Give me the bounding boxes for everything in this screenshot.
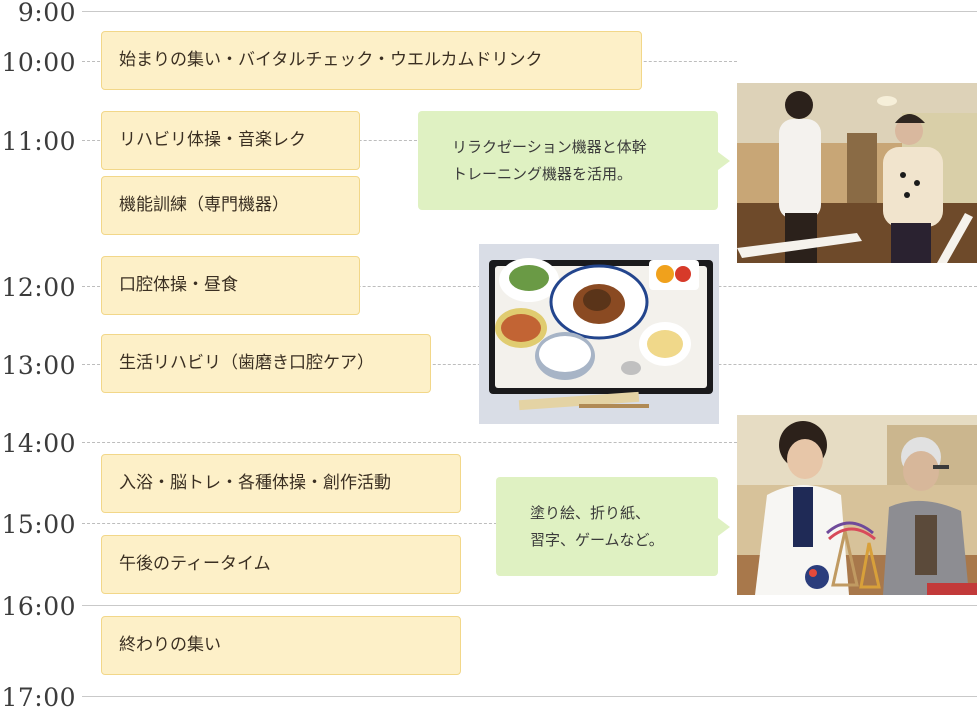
timeline-line-9 xyxy=(82,11,977,12)
note-rehab-line-1: リラクゼーション機器と体幹 xyxy=(452,137,647,156)
event-oral-care: 生活リハビリ（歯磨き口腔ケア） xyxy=(101,334,431,393)
event-welcome: 始まりの集い・バイタルチェック・ウエルカムドリンク xyxy=(101,31,642,90)
event-tea-time: 午後のティータイム xyxy=(101,535,461,594)
event-bath-activities: 入浴・脳トレ・各種体操・創作活動 xyxy=(101,454,461,513)
activity-photo xyxy=(737,415,977,595)
note-activity-line-1: 塗り絵、折り紙、 xyxy=(530,503,651,522)
event-closing: 終わりの集い xyxy=(101,616,461,675)
hour-label-13: 13:00 xyxy=(1,351,76,380)
event-function-training: 機能訓練（専門機器） xyxy=(101,176,360,235)
timeline-line-17 xyxy=(82,696,977,697)
timeline-line-14 xyxy=(82,442,742,443)
timeline-line-15 xyxy=(82,523,502,524)
hour-label-9: 9:00 xyxy=(17,0,76,27)
activity-photo-image xyxy=(737,415,977,595)
rehab-photo-image xyxy=(737,83,977,263)
hour-label-17: 17:00 xyxy=(1,683,76,712)
lunch-photo-image xyxy=(479,244,719,424)
hour-label-16: 16:00 xyxy=(1,592,76,621)
note-creative-activities: 塗り絵、折り紙、 習字、ゲームなど。 xyxy=(496,477,730,576)
rehab-photo xyxy=(737,83,977,263)
hour-label-15: 15:00 xyxy=(1,510,76,539)
note-rehab-equipment: リラクゼーション機器と体幹 トレーニング機器を活用。 xyxy=(418,111,730,210)
hour-label-11: 11:00 xyxy=(1,127,76,156)
event-rehab-exercise: リハビリ体操・音楽レク xyxy=(101,111,360,170)
timeline-line-16 xyxy=(82,605,977,606)
lunch-photo xyxy=(479,244,719,424)
note-activity-line-2: 習字、ゲームなど。 xyxy=(530,530,664,549)
hour-label-14: 14:00 xyxy=(1,429,76,458)
hour-label-12: 12:00 xyxy=(1,273,76,302)
note-rehab-line-2: トレーニング機器を活用。 xyxy=(452,164,633,183)
hour-label-10: 10:00 xyxy=(1,48,76,77)
event-lunch: 口腔体操・昼食 xyxy=(101,256,360,315)
